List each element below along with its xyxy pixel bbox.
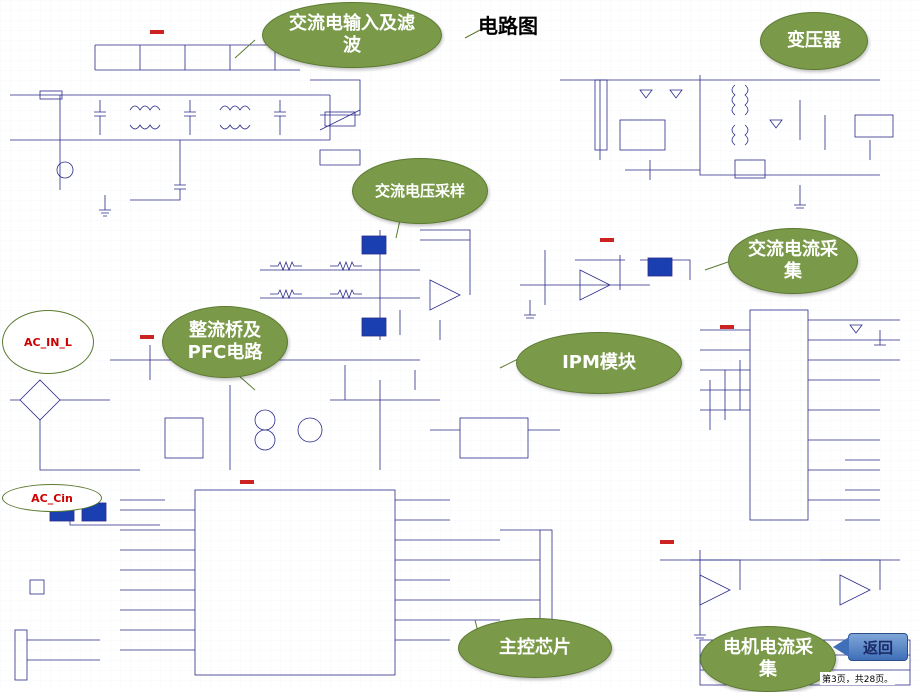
callout-main-chip-text: 主控芯片: [499, 636, 571, 658]
callout-ac-input-filter: 交流电输入及滤波: [262, 2, 442, 68]
callout-ipm-module-text: IPM模块: [562, 351, 636, 373]
ipm-circuit: [700, 309, 900, 521]
callout-ipm-module: IPM模块: [516, 332, 682, 394]
page-indicator: 第3页，共28页。: [820, 672, 896, 685]
callout-main-chip: 主控芯片: [458, 618, 612, 678]
callout-rectifier-pfc: 整流桥及PFC电路: [162, 306, 288, 378]
label-ac-in-l: AC_IN_L: [2, 310, 94, 374]
callout-motor-current-sampling-text: 电机电流采集: [723, 636, 813, 681]
callout-ac-current-sampling: 交流电流采集: [728, 228, 858, 294]
back-button-label: 返回: [862, 638, 893, 657]
back-arrow-icon: [833, 637, 849, 657]
voltage-sampling-circuit: [260, 229, 471, 340]
callout-ac-input-filter-text: 交流电输入及滤波: [289, 12, 415, 57]
label-ac-cin: AC_Cin: [2, 484, 102, 512]
callout-rectifier-pfc-text: 整流桥及PFC电路: [187, 319, 263, 364]
ac-input-filter-circuit: [10, 44, 361, 217]
label-ac-cin-text: AC_Cin: [31, 491, 73, 505]
callout-transformer: 变压器: [760, 12, 868, 70]
current-sampling-circuit: [520, 250, 691, 319]
callout-transformer-text: 变压器: [787, 29, 841, 51]
callout-ac-current-sampling-text: 交流电流采集: [748, 238, 838, 283]
callout-ac-voltage-sampling: 交流电压采样: [352, 158, 488, 224]
callout-motor-current-sampling: 电机电流采集: [700, 626, 836, 692]
callout-ac-voltage-sampling-text: 交流电压采样: [375, 181, 466, 200]
diagram-title: 电路图: [478, 14, 538, 38]
label-ac-in-l-text: AC_IN_L: [24, 335, 72, 349]
transformer-circuit: [560, 75, 894, 209]
back-button[interactable]: 返回: [833, 633, 908, 661]
